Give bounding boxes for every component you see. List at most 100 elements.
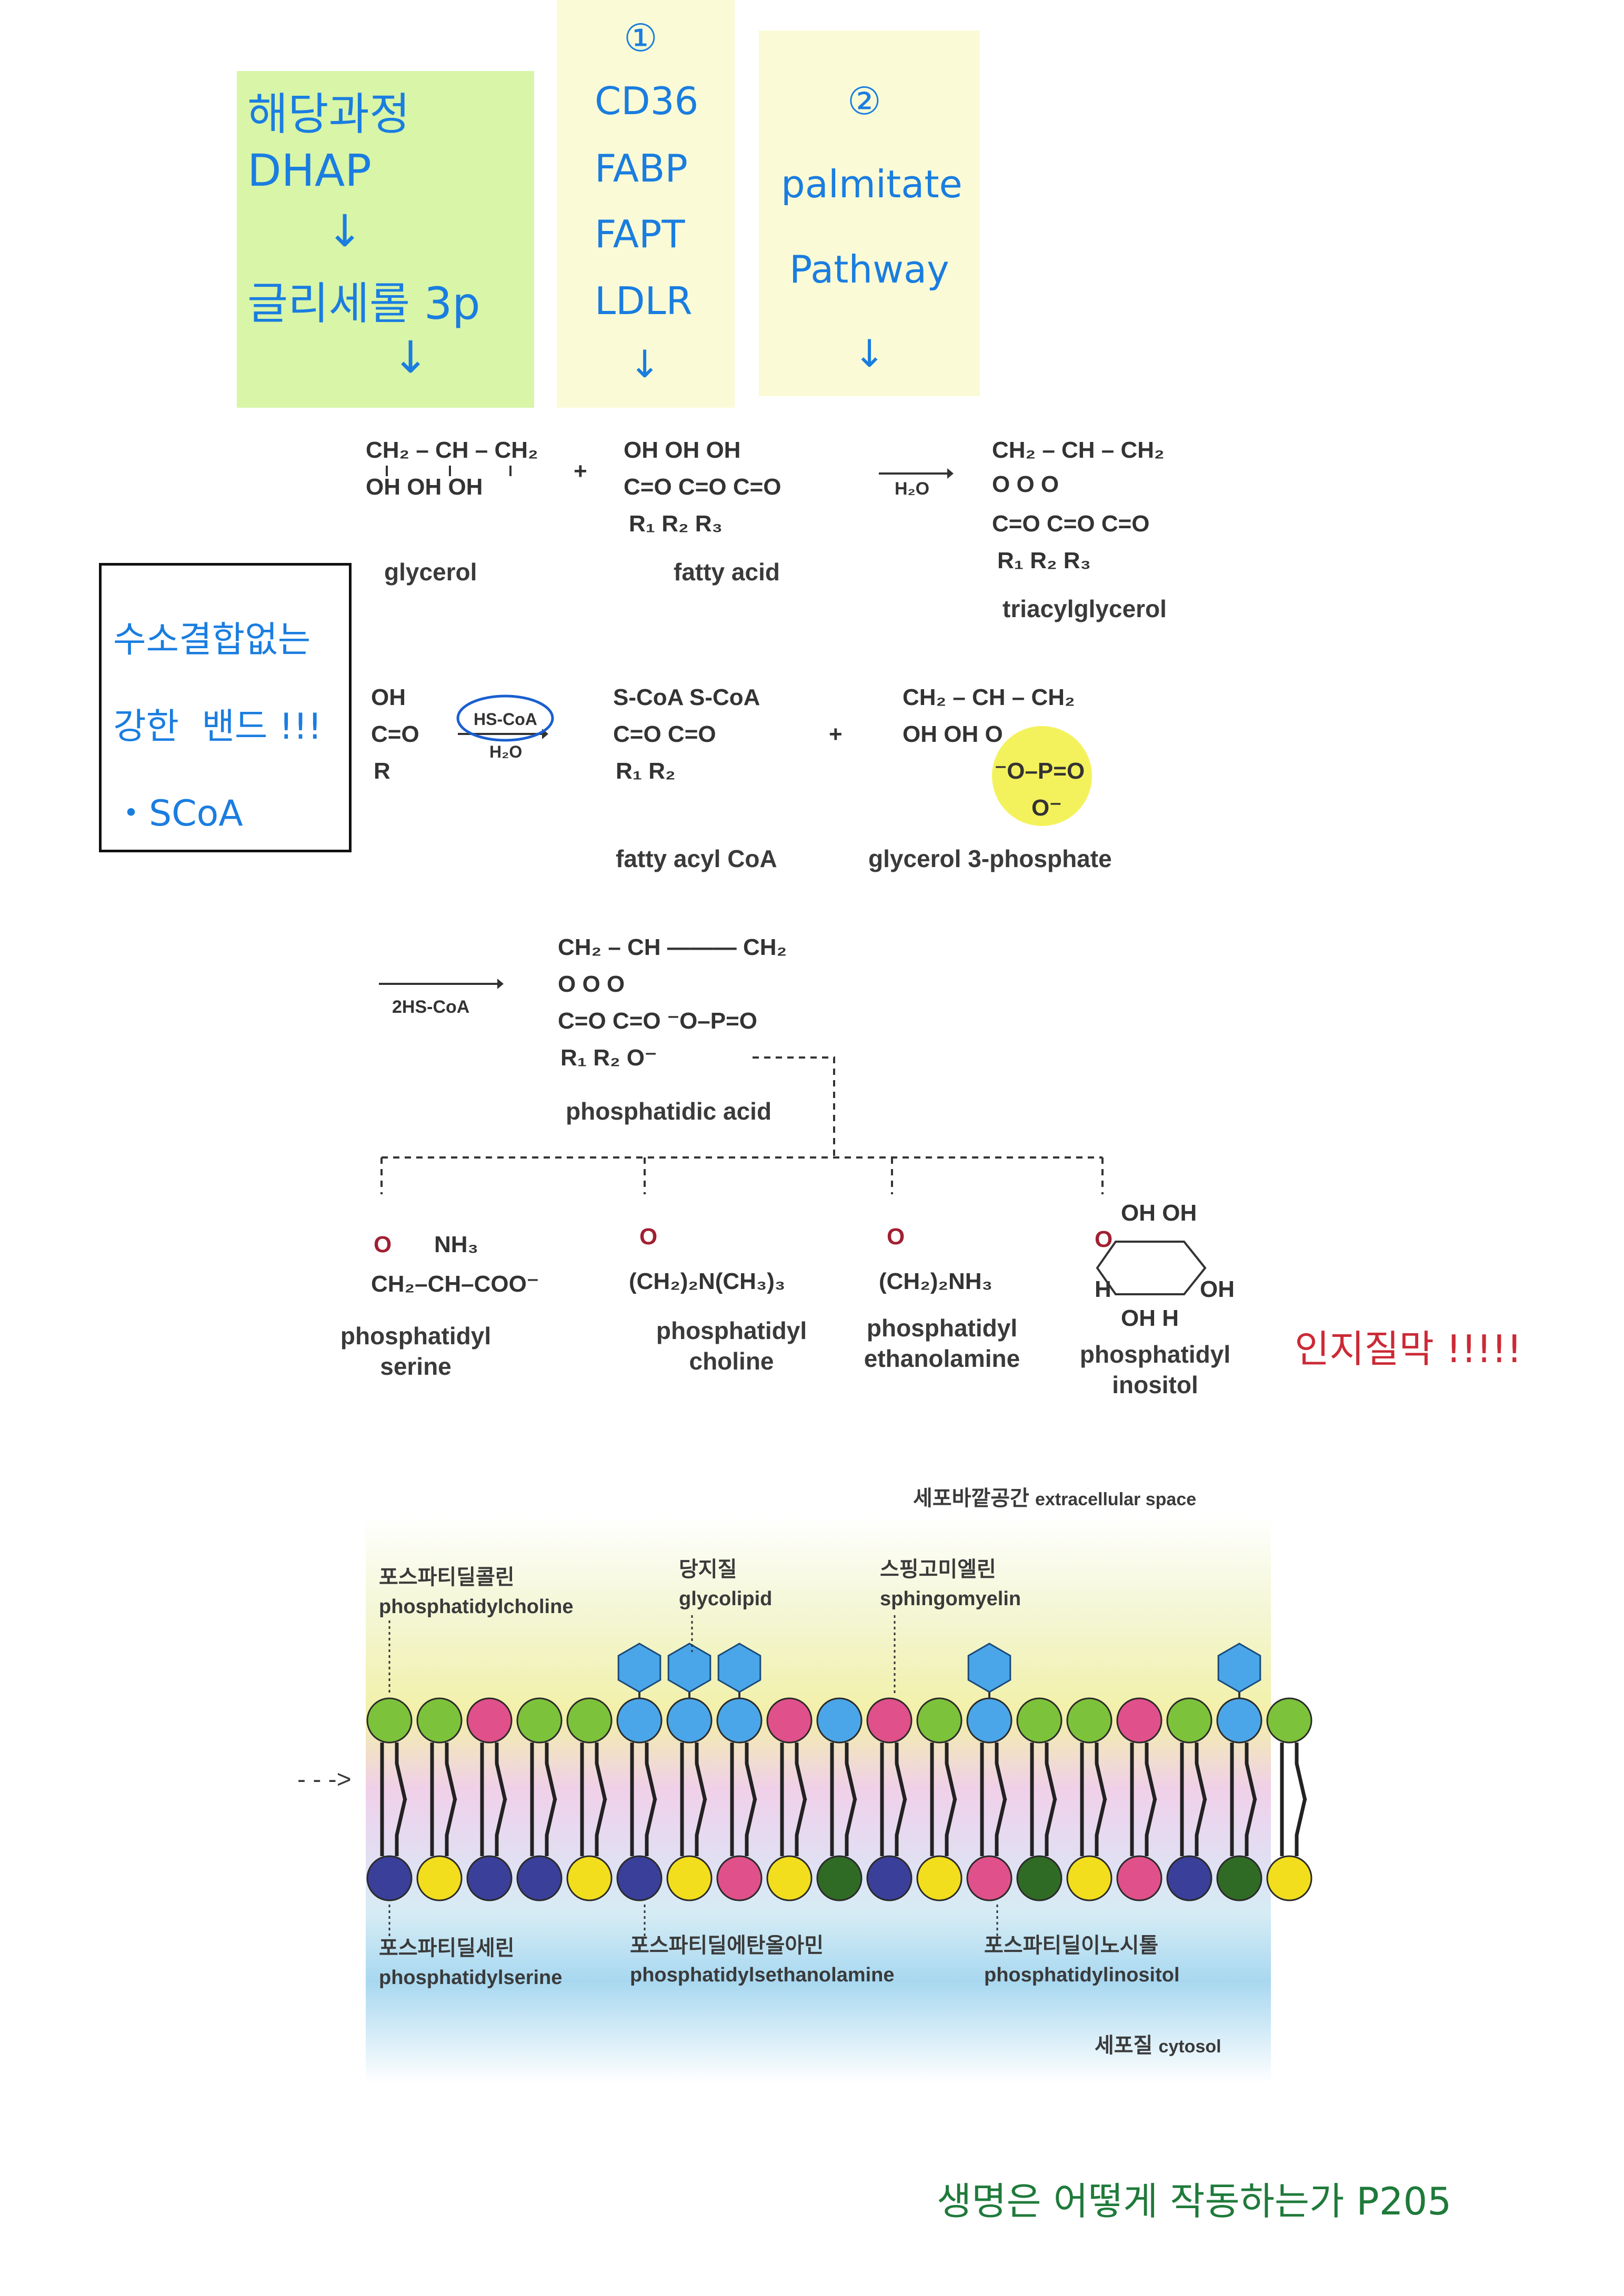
lipid-tail (995, 1743, 1007, 1801)
svg-text:O⁻: O⁻ (1031, 795, 1061, 821)
svg-text:R₁ R₂ O⁻: R₁ R₂ O⁻ (560, 1045, 657, 1071)
head-group-outer (766, 1697, 813, 1744)
svg-text:C=O C=O C=O: C=O C=O C=O (624, 474, 781, 500)
head-group-outer (916, 1697, 963, 1744)
head-group-outer (1016, 1697, 1062, 1744)
head-group-outer (716, 1697, 763, 1744)
head-group-outer (466, 1697, 513, 1744)
note-ldlr: LDLR (595, 279, 693, 323)
lipid-tail (1245, 1743, 1257, 1801)
inositol-headgroup: OH OH O H OH OH H (1095, 1200, 1235, 1331)
sugar-hexagon (717, 1643, 761, 1693)
lipid-tail (445, 1798, 457, 1856)
head-group-inner (466, 1855, 513, 1901)
lipid-tail (595, 1743, 607, 1801)
fatty-acyl-coa-structure: S-CoA S-CoA C=O C=O R₁ R₂ (613, 684, 760, 784)
lipid-tail (995, 1798, 1007, 1856)
reaction3-arrow: 2HS-CoA (379, 979, 504, 1017)
head-group-inner (1116, 1855, 1162, 1901)
note-arrow-2: ↓ (392, 331, 429, 383)
membrane-figure (366, 1515, 1271, 2083)
head-group-outer (1216, 1697, 1262, 1744)
head-group-outer (816, 1697, 863, 1744)
head-group-inner (416, 1855, 463, 1901)
svg-text:S-CoA S-CoA: S-CoA S-CoA (613, 684, 760, 710)
lipid-tail (1045, 1743, 1057, 1801)
lipid-tail (845, 1798, 857, 1856)
sugar-hexagon (617, 1643, 661, 1693)
reaction2-arrow: HS-CoA H₂O (456, 694, 554, 761)
svg-text:R₁ R₂: R₁ R₂ (616, 758, 676, 784)
triacylglycerol-label: triacylglycerol (1003, 595, 1167, 622)
svg-text:OH: OH (1200, 1276, 1235, 1302)
extracellular-label: 세포바깥공간 extracellular space (913, 1487, 1197, 1510)
serine-headgroup: O NH₃ CH₂–CH–COO⁻ (371, 1232, 539, 1297)
lipid-tail (395, 1743, 407, 1801)
lipid-tail (745, 1743, 757, 1801)
glycerol-label: glycerol (384, 558, 477, 586)
lipid-tail (1145, 1798, 1157, 1856)
glycerol-3-phosphate-label: glycerol 3-phosphate (868, 845, 1112, 872)
sugar-hexagon (667, 1643, 711, 1693)
note-dhap: DHAP (247, 145, 372, 196)
note-box-glycolysis (237, 71, 534, 408)
lipid-tail (695, 1743, 707, 1801)
head-group-inner (1216, 1855, 1262, 1901)
phosphatidic-acid-label: phosphatidic acid (566, 1097, 772, 1125)
choline-headgroup: O (CH₂)₂N(CH₃)₃ (629, 1224, 785, 1294)
svg-text:OH OH OH: OH OH OH (366, 474, 483, 500)
lipid-tail (445, 1743, 457, 1801)
head-group-inner (766, 1855, 813, 1901)
lipid-tail (1145, 1743, 1157, 1801)
side-note-box (99, 563, 352, 852)
lipid-tail (1095, 1798, 1107, 1856)
note-pathway: Pathway (789, 247, 949, 291)
side-note-line2: 강한 밴드 !!! (113, 706, 322, 748)
head-group-outer (966, 1697, 1013, 1744)
svg-text:OH: OH (371, 684, 406, 710)
phosphatidic-acid-structure: CH₂ – CH ——— CH₂ O O O C=O C=O ⁻O–P=O R₁… (558, 934, 787, 1071)
head-group-inner (366, 1855, 413, 1901)
head-group-outer (1116, 1697, 1162, 1744)
svg-text:O O O: O O O (992, 471, 1059, 497)
head-group-inner (966, 1855, 1013, 1901)
head-group-inner (816, 1855, 863, 1901)
note-arrow-4: ↓ (854, 331, 886, 376)
svg-text:O O O: O O O (558, 971, 625, 997)
cytosol-label: 세포질 cytosol (1095, 2034, 1221, 2057)
note-palmitate: palmitate (781, 162, 963, 206)
svg-text:CH₂ – CH – CH₂: CH₂ – CH – CH₂ (366, 437, 538, 463)
lipid-tail (395, 1798, 407, 1856)
svg-text:H₂O: H₂O (489, 742, 522, 761)
fatty-acid-label: fatty acid (674, 558, 780, 586)
lipid-tail (1295, 1798, 1307, 1856)
note-box-palmitate (759, 31, 980, 396)
lipid-tail (1195, 1798, 1207, 1856)
svg-text:R₁ R₂ R₃: R₁ R₂ R₃ (997, 548, 1091, 573)
fatty-acyl-coa-label: fatty acyl CoA (616, 845, 777, 872)
head-group-inner (516, 1855, 563, 1901)
svg-text:(CH₂)₂NH₃: (CH₂)₂NH₃ (879, 1268, 993, 1294)
lipid-tail (1195, 1743, 1207, 1801)
note-arrow-3: ↓ (629, 342, 661, 386)
svg-text:C=O C=O: C=O C=O (613, 721, 716, 747)
branch-lines (380, 1056, 1104, 1194)
ethanolamine-headgroup: O (CH₂)₂NH₃ (879, 1224, 993, 1294)
svg-text:(CH₂)₂N(CH₃)₃: (CH₂)₂N(CH₃)₃ (629, 1268, 785, 1294)
svg-text:O: O (887, 1224, 905, 1250)
svg-text:CH₂ – CH ——— CH₂: CH₂ – CH ——— CH₂ (558, 934, 787, 960)
glycerol-structure: CH₂ – CH – CH₂ OH OH OH (366, 437, 538, 500)
sugar-hexagon (1217, 1643, 1261, 1693)
source-reference: 생명은 어떻게 작동하는가 P205 (937, 2179, 1452, 2223)
head-group-outer (1166, 1697, 1212, 1744)
membrane-pointer-arrow: - - -> (297, 1766, 352, 1794)
head-group-inner (566, 1855, 613, 1901)
